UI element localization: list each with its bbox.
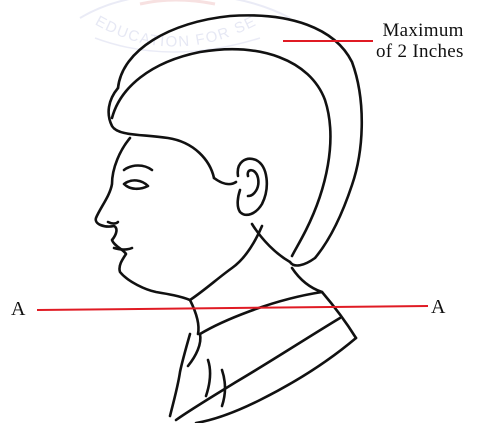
- neck-front: [190, 300, 199, 334]
- ear: [238, 159, 267, 215]
- jawline: [190, 226, 262, 300]
- shirt-seam-2: [222, 370, 225, 406]
- reference-label-left: A: [11, 299, 25, 319]
- max-length-label: Maximum of 2 Inches: [376, 20, 464, 63]
- max-length-label-line2: of 2 Inches: [376, 41, 464, 62]
- face-profile: [96, 138, 190, 300]
- mouth: [114, 248, 132, 250]
- shirt-seam-1: [206, 360, 210, 396]
- neck-back: [292, 268, 322, 292]
- lapel-left: [170, 334, 190, 416]
- hairline-temple: [214, 178, 236, 184]
- hair-inner-curve: [112, 49, 330, 256]
- nostril: [108, 222, 118, 224]
- hair-outline: [118, 15, 362, 265]
- max-length-label-line1: Maximum: [376, 20, 464, 41]
- ear-inner: [248, 170, 259, 196]
- eyebrow: [124, 166, 152, 171]
- hair-fringe: [109, 88, 214, 178]
- svg-text:EDUCATION FOR SERVICE: EDUCATION FOR SERVICE: [0, 0, 259, 51]
- watermark-text: EDUCATION FOR SERVICE: [0, 0, 259, 51]
- reference-label-right: A: [431, 297, 445, 317]
- reference-line-a-a: [37, 306, 428, 310]
- jacket-edge: [196, 338, 356, 423]
- hair-rear-edge: [252, 224, 290, 262]
- collar-back: [200, 292, 356, 338]
- eye: [124, 180, 148, 188]
